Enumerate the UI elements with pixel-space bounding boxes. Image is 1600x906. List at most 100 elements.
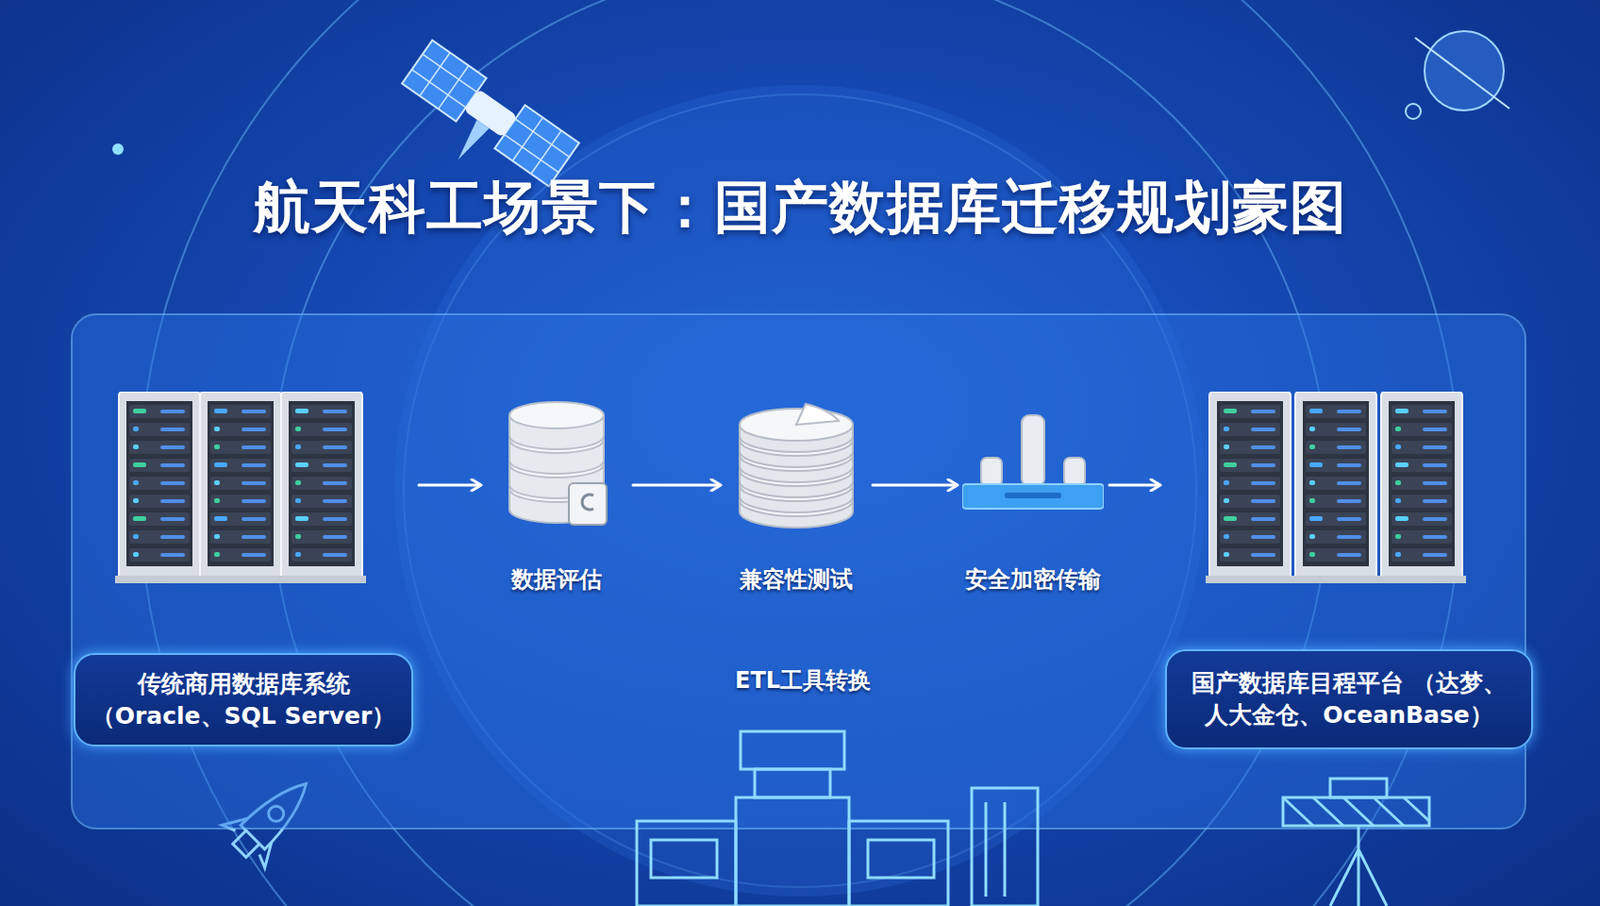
- led-bar: [160, 427, 185, 432]
- led-bar: [1336, 445, 1362, 450]
- rack-unit: [1391, 494, 1452, 508]
- led: [1309, 426, 1316, 432]
- led: [133, 516, 147, 521]
- led-bar: [241, 481, 267, 485]
- led-bar: [160, 409, 185, 414]
- server-illustration: [73, 391, 414, 590]
- led-bar: [1250, 499, 1276, 503]
- led: [1309, 480, 1316, 485]
- led: [295, 533, 301, 539]
- step-icon: [485, 396, 628, 534]
- led-bar: [1336, 427, 1362, 432]
- led: [133, 533, 139, 539]
- rack-unit: [1391, 404, 1452, 418]
- led: [133, 551, 139, 557]
- step-label: 安全加密传输: [943, 564, 1123, 595]
- rack-unit: [210, 458, 271, 472]
- led-bar: [241, 409, 267, 414]
- led-bar: [322, 445, 348, 450]
- tower: [1064, 457, 1085, 486]
- rack-unit: [1305, 440, 1367, 454]
- rack-front: [1302, 400, 1369, 567]
- led-bar: [241, 427, 267, 432]
- led: [1309, 533, 1316, 539]
- rack-base: [1377, 575, 1467, 584]
- device-slot: [1004, 492, 1062, 499]
- rack-unit: [210, 404, 271, 418]
- rack-unit: [1219, 512, 1281, 526]
- server-rack: [281, 391, 363, 581]
- led: [1395, 551, 1401, 557]
- led: [214, 408, 228, 414]
- led: [295, 462, 309, 467]
- rack-unit: [1391, 422, 1452, 436]
- led: [1223, 462, 1237, 467]
- rack-unit: [1219, 404, 1281, 418]
- led-bar: [1250, 409, 1276, 414]
- rack-unit: [1391, 530, 1452, 544]
- rack-unit: [291, 404, 352, 418]
- rack-unit: [210, 476, 271, 490]
- led-bar: [322, 516, 348, 521]
- led-bar: [1422, 427, 1448, 432]
- led: [1395, 408, 1409, 414]
- rack-front: [288, 400, 355, 567]
- led: [133, 498, 139, 503]
- led-bar: [1250, 463, 1276, 467]
- led: [295, 408, 309, 414]
- rack-unit: [129, 422, 190, 436]
- led: [1223, 408, 1237, 414]
- rack-unit: [129, 440, 190, 454]
- led: [133, 408, 147, 414]
- led: [1309, 516, 1323, 521]
- rack-unit: [1219, 440, 1281, 454]
- rack-front: [1216, 400, 1284, 567]
- led-bar: [160, 445, 185, 450]
- led: [295, 480, 301, 485]
- rack-unit: [291, 548, 352, 562]
- led-bar: [1336, 463, 1362, 467]
- process-step: 安全加密传输: [962, 396, 1104, 595]
- led: [1223, 516, 1237, 521]
- system-label: 传统商用数据库系统 （Oracle、SQL Server）: [75, 660, 412, 740]
- database-system-group: 国产数据库目程平台 （达梦、人大金仓、OceanBase）: [1165, 391, 1534, 746]
- diagram-title: 航天科工场景下：国产数据库迁移规划豪图: [0, 169, 1600, 247]
- flow-arrow: [633, 483, 720, 487]
- led: [1309, 444, 1316, 450]
- led: [295, 498, 301, 503]
- led: [1395, 516, 1409, 521]
- led: [1395, 498, 1401, 503]
- rack-unit: [1391, 512, 1452, 526]
- led-bar: [241, 499, 267, 503]
- led-bar: [241, 445, 267, 450]
- rack-unit: [1305, 494, 1367, 508]
- rack-base: [1291, 575, 1381, 584]
- rack-unit: [210, 512, 271, 526]
- rack-unit: [1305, 530, 1367, 544]
- led-bar: [160, 534, 185, 539]
- led: [1309, 551, 1316, 557]
- flow-arrow: [1109, 483, 1160, 487]
- led-bar: [1422, 534, 1448, 539]
- process-step: 数据评估: [485, 396, 628, 595]
- led-bar: [1422, 463, 1448, 467]
- rack-unit: [129, 476, 190, 490]
- rack-unit: [291, 440, 352, 454]
- led-bar: [160, 481, 185, 485]
- rack-front: [207, 400, 274, 567]
- led-bar: [1250, 481, 1276, 485]
- led-bar: [1422, 409, 1448, 414]
- led-bar: [1422, 481, 1448, 485]
- led-bar: [241, 463, 267, 467]
- led: [1309, 498, 1316, 503]
- led-bar: [1336, 516, 1362, 521]
- rack-base: [115, 575, 204, 584]
- rack-unit: [1219, 494, 1281, 508]
- label-box: 传统商用数据库系统 （Oracle、SQL Server）: [73, 652, 414, 747]
- rack-unit: [129, 512, 190, 526]
- network-device: [962, 483, 1104, 509]
- rack-base: [277, 575, 367, 584]
- server-rack: [1209, 391, 1291, 581]
- led-bar: [160, 516, 185, 521]
- led-bar: [241, 516, 267, 521]
